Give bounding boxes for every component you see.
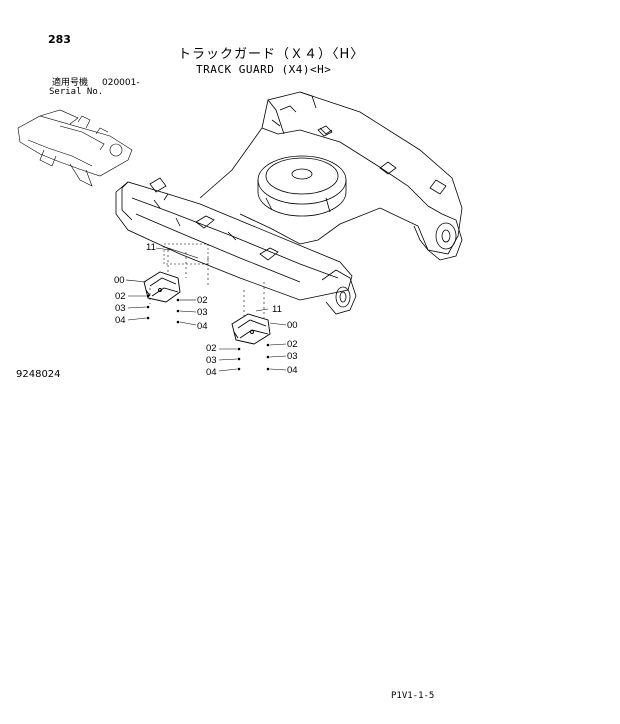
label-guard-right: 00 <box>287 320 298 331</box>
assembly-leader-lines <box>149 250 265 318</box>
serial-number-value: 020001- <box>102 78 140 88</box>
fastener-dots <box>146 294 270 371</box>
label-nut-left-inner: 04 <box>197 321 208 332</box>
track-guard-right <box>231 313 271 345</box>
footer-page-code: P1V1-1-5 <box>391 691 435 701</box>
page-number: 283 <box>48 33 71 46</box>
part-labels: 11 00 02 03 04 02 03 04 11 00 02 03 04 0… <box>114 242 298 378</box>
label-washer-left-outer: 03 <box>115 303 126 314</box>
label-nut-right-inner: 04 <box>287 365 298 376</box>
label-bolt-left-inner: 02 <box>197 295 208 306</box>
figure-number: 9248024 <box>16 369 61 380</box>
label-washer-right-outer: 03 <box>206 355 217 366</box>
label-plate-left: 11 <box>146 242 156 253</box>
label-nut-left-outer: 04 <box>115 315 126 326</box>
title-japanese: トラックガード（Ｘ４）〈H〉 <box>178 47 365 62</box>
label-bolt-right-inner: 02 <box>287 339 298 350</box>
label-plate-right: 11 <box>272 304 282 315</box>
plate-left-outline <box>163 243 209 265</box>
track-guard-left <box>143 271 181 303</box>
label-bolt-right-outer: 02 <box>206 343 217 354</box>
label-washer-right-inner: 03 <box>287 351 298 362</box>
title-english: TRACK GUARD (X4)<H> <box>196 63 332 76</box>
serial-label-japanese: 適用号機 <box>52 78 89 88</box>
label-washer-left-inner: 03 <box>197 307 208 318</box>
label-leader-lines <box>125 247 287 372</box>
track-frame-drawing <box>115 91 463 315</box>
label-nut-right-outer: 04 <box>206 367 217 378</box>
serial-label-english: Serial No. <box>49 87 104 97</box>
label-guard-left: 00 <box>114 275 125 286</box>
label-bolt-left-outer: 02 <box>115 291 126 302</box>
inset-overview-drawing <box>17 109 133 187</box>
